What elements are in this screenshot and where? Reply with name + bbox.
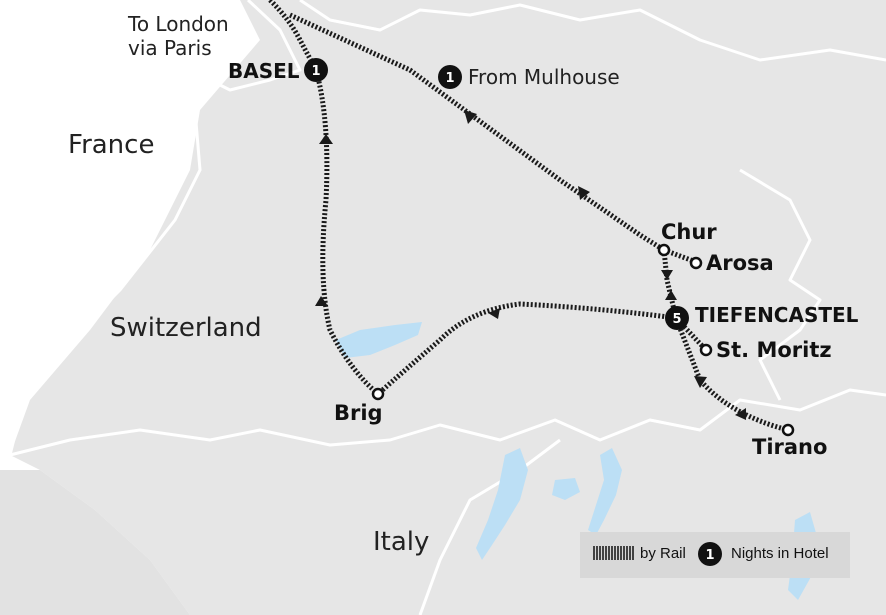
border-switzerland-italy xyxy=(9,388,886,457)
legend-nights-badge-circle xyxy=(698,542,722,566)
origin-label-line1: To London xyxy=(127,12,229,36)
arrow-mulhouse-2 xyxy=(578,186,590,200)
lake-como xyxy=(588,448,622,535)
border-italy-inner xyxy=(418,438,561,615)
border-east-austria xyxy=(739,168,822,401)
legend-rail-label: by Rail xyxy=(640,545,686,562)
legend-nights-badge: 1 xyxy=(705,548,714,563)
lake-lugano xyxy=(552,478,580,500)
country-italy: Italy xyxy=(373,527,429,557)
rail-london-basel xyxy=(268,0,319,72)
rail-chur-tiefencastel xyxy=(661,249,679,319)
rail-tiefencastel-brig xyxy=(376,301,677,396)
arrow-tiefencastel-brig xyxy=(488,308,500,319)
rail-tiefencastel-stmoritz xyxy=(674,316,708,352)
arrow-basel-brig-1 xyxy=(319,134,333,144)
legend-nights-label: Nights in Hotel xyxy=(731,545,829,562)
from-mulhouse-label: From Mulhouse xyxy=(468,65,620,89)
badge-tiefencastel: 5 xyxy=(665,306,689,330)
legend-rail-icon xyxy=(593,546,634,560)
border-lines xyxy=(8,0,886,615)
city-chur: Chur xyxy=(661,220,717,244)
badge-mulhouse-circle xyxy=(438,65,462,89)
station-stmoritz-marker xyxy=(699,343,713,357)
land-south-region xyxy=(0,470,190,615)
land-switzerland-region xyxy=(10,0,886,615)
city-basel: BASEL xyxy=(228,59,300,83)
border-north-germany xyxy=(299,0,886,62)
badge-basel-nights: 1 xyxy=(311,64,320,79)
arrow-to-tirano xyxy=(694,376,707,388)
stations xyxy=(371,243,795,437)
badge-tiefencastel-nights: 5 xyxy=(672,312,681,327)
lake-maggiore xyxy=(476,448,528,560)
arrow-basel-brig-2 xyxy=(315,296,328,306)
origin-label-line2: via Paris xyxy=(128,36,212,60)
arrow-mulhouse-1 xyxy=(464,110,477,124)
badge-basel-circle xyxy=(304,58,328,82)
station-chur-marker xyxy=(657,243,671,257)
city-tiefencastel: TIEFENCASTEL xyxy=(695,303,859,327)
station-arosa-marker xyxy=(689,256,703,270)
country-switzerland: Switzerland xyxy=(110,313,262,343)
border-france-switzerland xyxy=(8,0,302,456)
badge-mulhouse: 1 xyxy=(438,65,462,89)
lake-thun xyxy=(336,322,422,358)
arrow-chur-tiefencastel xyxy=(661,270,673,280)
rail-basel-brig xyxy=(313,69,380,396)
city-stmoritz: St. Moritz xyxy=(716,338,832,362)
badge-basel: 1 xyxy=(304,58,328,82)
station-brig-marker xyxy=(371,387,385,401)
badge-mulhouse-nights: 1 xyxy=(445,71,454,86)
city-tirano: Tirano xyxy=(752,435,827,459)
legend: by Rail 1 Nights in Hotel xyxy=(580,532,850,578)
arrow-from-tirano xyxy=(735,408,746,420)
arrow-tiefencastel-chur xyxy=(665,290,677,300)
city-brig: Brig xyxy=(334,401,383,425)
rail-mulhouse-chur xyxy=(288,12,666,253)
country-france: France xyxy=(68,130,154,160)
city-arosa: Arosa xyxy=(706,251,774,275)
badge-tiefencastel-circle xyxy=(665,306,689,330)
station-tirano-marker xyxy=(781,423,795,437)
direction-arrows xyxy=(315,110,746,420)
